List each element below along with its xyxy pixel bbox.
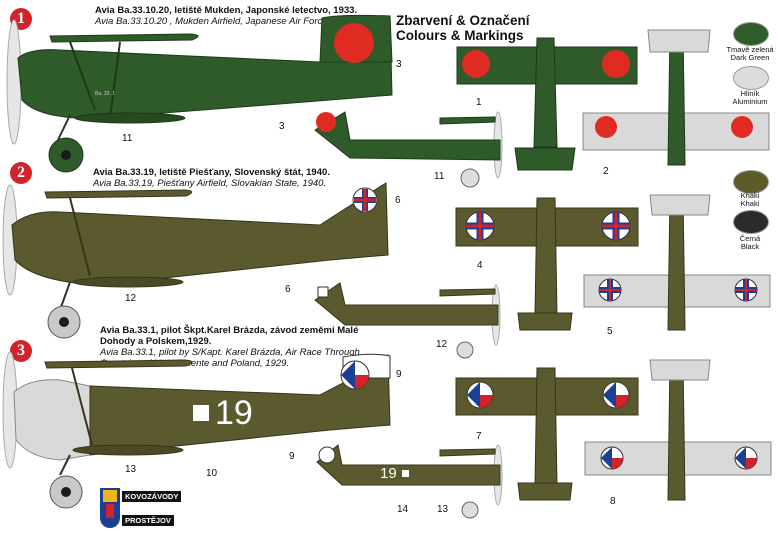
header-line-2: Colours & Markings: [396, 28, 524, 43]
scheme-3-side-view: [2, 351, 391, 509]
callout-6b: 6: [285, 284, 291, 295]
callout-9b: 9: [289, 451, 295, 462]
callout-3b: 3: [279, 121, 285, 132]
callout-13b: 13: [437, 504, 449, 515]
scheme-2-side-view: [2, 182, 389, 339]
swatch-dark-green: [733, 22, 769, 46]
scheme-2-small-side-view: [314, 282, 501, 359]
scheme-3-subtitle: Avia Ba.33.1, pilot by S/Kapt. Karel Brá…: [100, 347, 360, 369]
scheme-badge-3: 3: [10, 340, 32, 362]
colours-header: Zbarvení & Označení Colours & Markings: [396, 13, 530, 43]
swatch-khaki: [733, 170, 769, 194]
scheme-3-caption: Avia Ba.33.1, pilot Škpt.Karel Brázda, z…: [100, 325, 370, 369]
race-number-small: 19: [380, 465, 397, 482]
scheme-1-subtitle: Avia Ba.33.10.20 , Mukden Airfield, Japa…: [95, 16, 360, 27]
logo-line-1: KOVOZÁVODY: [122, 491, 182, 502]
callout-11a: 11: [122, 133, 133, 144]
logo-line-2: PROSTĚJOV: [122, 515, 174, 526]
scheme-3-title: Avia Ba.33.1, pilot Škpt.Karel Brázda, z…: [100, 325, 359, 347]
callout-1: 1: [476, 97, 482, 108]
scheme-1-top-view: [456, 37, 638, 171]
scheme-1-side-view: [6, 14, 393, 173]
callout-5: 5: [607, 326, 613, 337]
scheme-3-small-side-view: [316, 444, 503, 519]
callout-4: 4: [477, 260, 483, 271]
callout-7: 7: [476, 431, 482, 442]
scheme-badge-2: 2: [10, 162, 32, 184]
scheme-1-small-side-view: [314, 111, 503, 188]
kovozavody-logo: KOVOZÁVODY PROSTĚJOV: [100, 488, 200, 530]
scheme-2-title: Avia Ba.33.19, letiště Piešťany, Slovens…: [93, 167, 330, 178]
callout-3a: 3: [396, 59, 402, 70]
callout-8: 8: [610, 496, 616, 507]
callout-12b: 12: [436, 339, 448, 350]
scheme-2-top-view: [455, 197, 639, 331]
callout-14: 14: [397, 504, 409, 515]
scheme-3-bottom-view: [584, 359, 772, 501]
scheme-1-title: Avia Ba.33.10.20, letiště Mukden, Japons…: [95, 5, 358, 16]
fuselage-code: Ba. 33. 1: [95, 91, 116, 97]
race-number-large: 19: [215, 394, 253, 432]
swatch-aluminium: [733, 66, 769, 90]
scheme-2-caption: Avia Ba.33.19, letiště Piešťany, Slovens…: [93, 167, 393, 189]
callout-11b: 11: [434, 171, 445, 182]
callout-9a: 9: [396, 369, 402, 380]
callout-10: 10: [206, 468, 218, 479]
scheme-2-subtitle: Avia Ba.33.19, Piešťany Airfield, Slovak…: [93, 178, 327, 189]
swatch-black: [733, 210, 769, 234]
scheme-1-bottom-view: [582, 29, 770, 166]
callout-6a: 6: [395, 195, 401, 206]
header-line-1: Zbarvení & Označení: [396, 13, 530, 28]
logo-shield-icon: [100, 488, 120, 528]
callout-13a: 13: [125, 464, 137, 475]
scheme-3-top-view: [455, 367, 639, 501]
callout-2: 2: [603, 166, 609, 177]
callout-12a: 12: [125, 293, 137, 304]
scheme-2-bottom-view: [583, 194, 771, 331]
scheme-1-caption: Avia Ba.33.10.20, letiště Mukden, Japons…: [95, 5, 395, 27]
